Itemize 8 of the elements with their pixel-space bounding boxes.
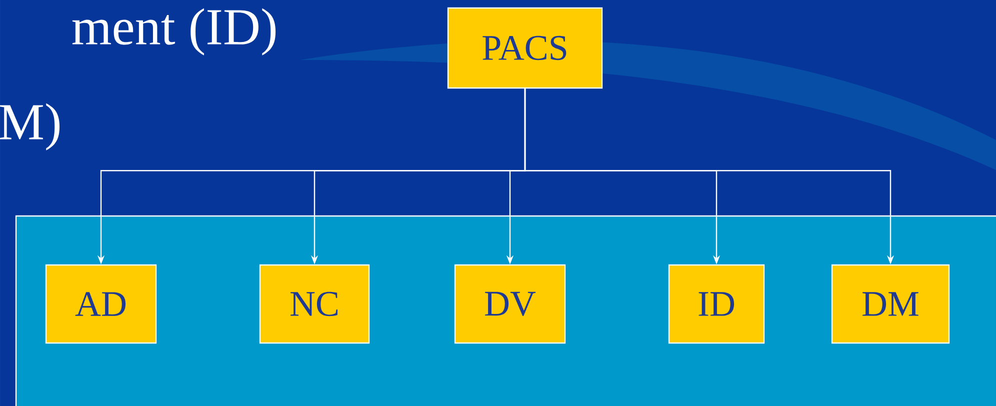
heading-text: M)	[0, 103, 60, 150]
label-box: DV	[454, 264, 566, 344]
label-box: AD	[45, 264, 157, 344]
label-box: PACS	[447, 7, 603, 89]
heading-text: ment (ID)	[72, 8, 276, 56]
label-box: ID	[668, 264, 765, 344]
label-box: NC	[259, 264, 370, 344]
label-box: DM	[831, 264, 950, 344]
